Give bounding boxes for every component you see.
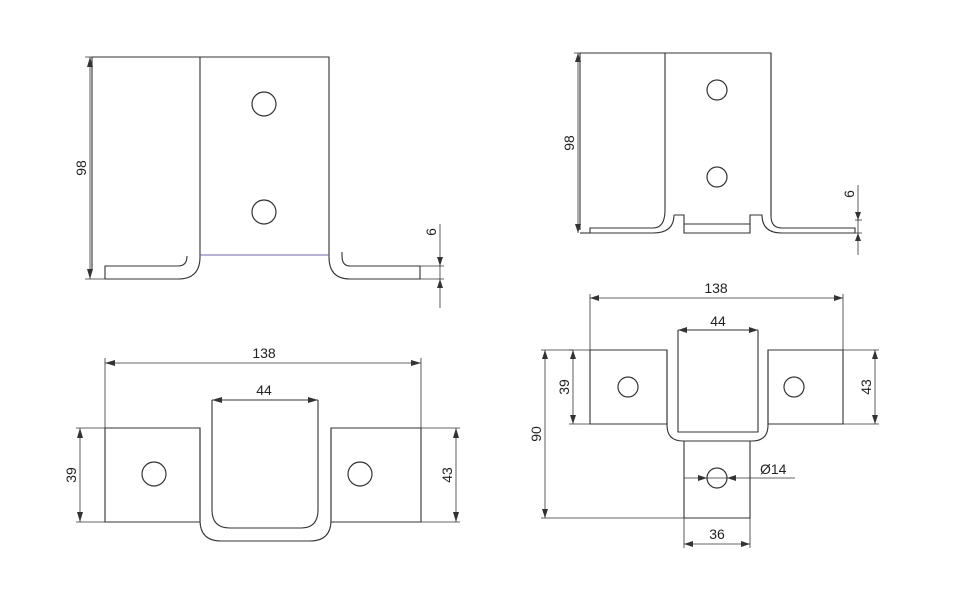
dimension-label: 43: [439, 467, 455, 483]
dimension-channel: 44: [678, 313, 758, 333]
dimension-height: 98: [73, 56, 200, 280]
bracket-outline: [104, 399, 422, 542]
front-view-small: 98 6: [561, 52, 862, 255]
dimension-right-depth: 43: [843, 349, 879, 425]
dimension-label: 43: [858, 379, 874, 395]
dimension-left-depth: 39: [556, 349, 590, 425]
dimension-height: 98: [561, 52, 665, 233]
bracket-outline: [91, 56, 421, 280]
mounting-hole: [347, 461, 373, 487]
dimension-label: 44: [710, 313, 726, 329]
dimension-width: 138: [589, 280, 844, 350]
mounting-hole: [706, 79, 728, 101]
dimension-thickness: 6: [841, 185, 862, 255]
dimension-left-depth: 39: [63, 427, 105, 523]
dimension-tab-width: 36: [683, 518, 751, 548]
dimension-width: 138: [104, 345, 422, 428]
dimension-label: 39: [63, 467, 79, 483]
dimension-label: 98: [73, 160, 89, 176]
top-view-small: 138 44 39 90: [528, 280, 879, 548]
dimension-label: 98: [561, 135, 577, 151]
dimension-label: 6: [841, 190, 857, 198]
dimension-label: 138: [704, 280, 728, 296]
dimension-label: Ø14: [760, 461, 787, 477]
mounting-hole: [783, 376, 805, 398]
front-view-large: 98 6: [73, 56, 444, 308]
dimension-label: 44: [256, 382, 272, 398]
mounting-hole: [141, 461, 167, 487]
dimension-label: 39: [556, 379, 572, 395]
mounting-hole: [251, 91, 277, 117]
bracket-outline: [589, 329, 844, 519]
mounting-hole: [617, 376, 639, 398]
mounting-hole: [706, 166, 728, 188]
bracket-outline: [579, 52, 856, 234]
dimension-channel: 44: [212, 382, 318, 403]
dimension-label: 90: [528, 426, 544, 442]
dimension-label: 36: [709, 526, 725, 542]
dimension-label: 138: [252, 345, 276, 361]
dimension-thickness: 6: [420, 224, 444, 308]
mounting-hole: [251, 199, 277, 225]
top-view-large: 138 44 39 43: [63, 345, 460, 542]
dimension-hole-diameter: Ø14: [684, 461, 795, 481]
dimension-label: 6: [423, 228, 439, 236]
dimension-right-depth: 43: [421, 427, 460, 523]
dimension-total-depth: 90: [528, 349, 684, 519]
